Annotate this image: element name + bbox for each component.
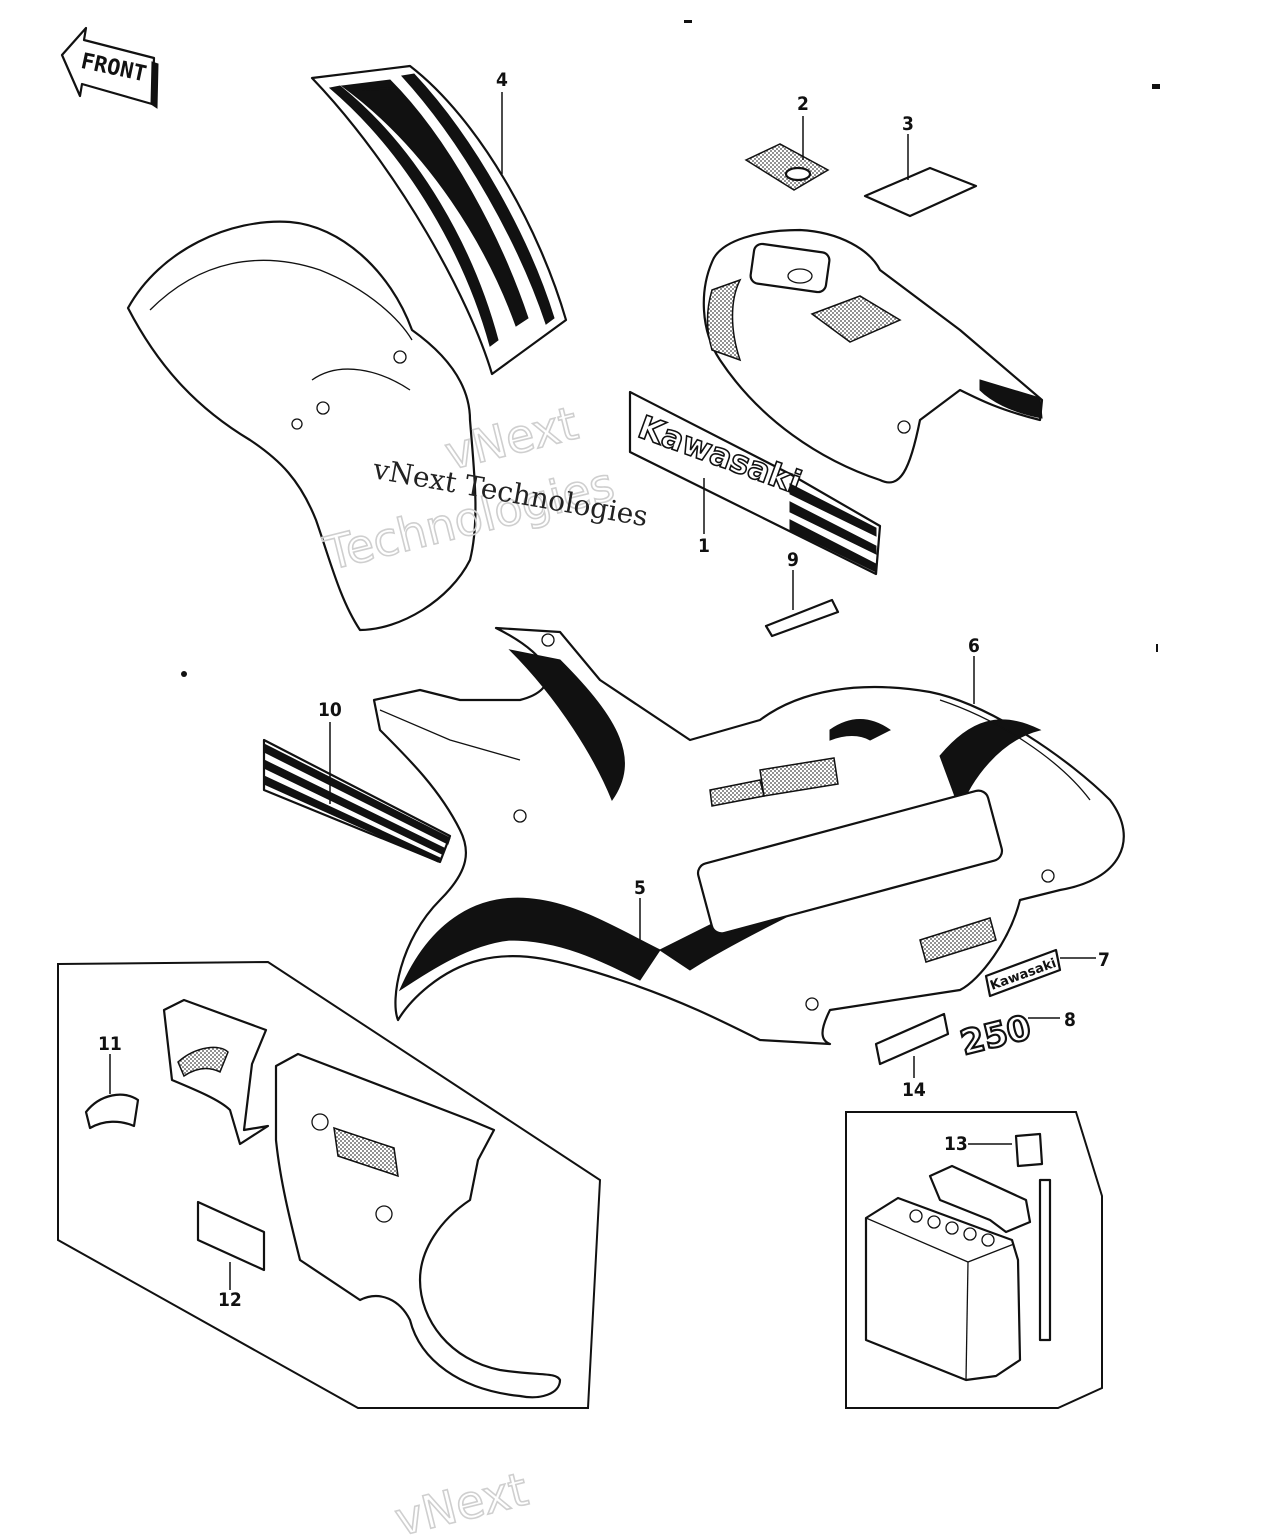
fender-stripe-decal-4 [310, 64, 568, 376]
decal-3 [863, 166, 978, 218]
leader-lines [109, 92, 1096, 1290]
front-arrow: FRONT [60, 26, 159, 109]
decal-14 [874, 1012, 950, 1066]
callout-14: 14 [902, 1079, 926, 1101]
badge-250-text: 250 [957, 1008, 1036, 1064]
callout-5: 5 [634, 877, 646, 899]
callout-9: 9 [787, 549, 799, 571]
callout-1: 1 [698, 535, 710, 557]
side-stripe-10 [262, 738, 452, 864]
callout-numbers: 1 2 3 4 5 6 7 8 9 10 11 12 13 14 [98, 69, 1110, 1311]
callout-4: 4 [496, 69, 508, 91]
rear-body-assembly [372, 626, 1125, 1046]
callout-10: 10 [318, 699, 342, 721]
callout-12: 12 [218, 1289, 242, 1311]
kawasaki-decal-7: Kawasaki [984, 948, 1062, 998]
callout-3: 3 [902, 113, 914, 135]
fuel-tank [702, 228, 1044, 484]
callout-8: 8 [1064, 1009, 1076, 1031]
decal-9 [764, 598, 840, 638]
watermark-bottom: vNext [390, 1462, 533, 1536]
callout-13: 13 [944, 1133, 968, 1155]
callout-2: 2 [797, 93, 809, 115]
specks [181, 20, 1160, 677]
callout-11: 11 [98, 1033, 122, 1055]
right-inset-box [845, 1111, 1103, 1409]
callout-7: 7 [1098, 949, 1110, 971]
decal-2 [744, 143, 830, 191]
front-fender [126, 220, 477, 632]
badge-250-8: 250 [955, 1007, 1036, 1065]
callout-6: 6 [968, 635, 980, 657]
left-inset-box [57, 960, 602, 1409]
